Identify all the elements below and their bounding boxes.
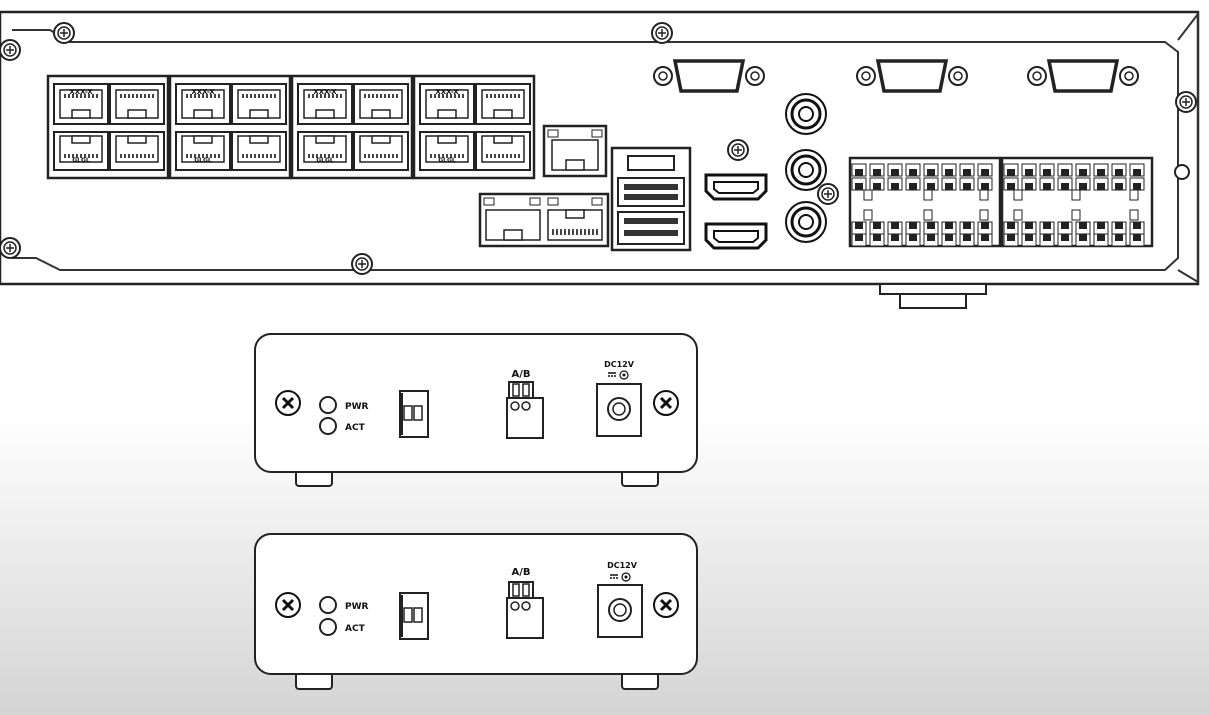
port-group-4: XXX-X GLGL	[412, 74, 536, 180]
pwr-led-icon	[319, 596, 337, 614]
port-group-sublabel: GLGL	[438, 157, 456, 164]
ethernet-port-icon	[418, 130, 476, 172]
pwr-label: PWR	[345, 402, 369, 412]
rs485-label: A/B	[511, 567, 530, 578]
ethernet-port-icon	[174, 130, 232, 172]
act-label: ACT	[345, 423, 366, 433]
pwr-label: PWR	[345, 602, 369, 612]
uplink-ports	[478, 124, 610, 248]
dc-jack-icon	[597, 584, 643, 638]
screw-icon	[0, 237, 21, 259]
port-group-sublabel: GLGL	[316, 157, 334, 164]
rs485-terminal	[506, 381, 544, 439]
ethernet-port-icon	[230, 130, 288, 172]
screw-icon	[652, 591, 680, 619]
rca-audio-icon	[784, 92, 828, 136]
port-group-3: XXX-X GLGL	[290, 74, 414, 180]
dc-jack-icon	[596, 383, 642, 437]
act-label: ACT	[345, 624, 366, 634]
polarity-icon	[608, 370, 629, 380]
rca-audio-icon	[784, 148, 828, 192]
pwr-led-icon	[319, 396, 337, 414]
nvr-foot	[899, 293, 967, 309]
ethernet-port-icon	[52, 130, 110, 172]
rs485-label: A/B	[511, 369, 530, 380]
port-group-label: XXX-X	[69, 88, 93, 96]
act-led-icon	[319, 618, 337, 636]
port-group-1: XXX-X GLGL	[46, 74, 170, 180]
hdmi-port-icon	[704, 173, 768, 201]
decoder-unit-1: PWR ACT A/B DC12V	[254, 333, 698, 487]
hdmi-port-icon	[704, 222, 768, 250]
ethernet-port-icon	[108, 130, 166, 172]
hole-icon	[1174, 164, 1190, 180]
dip-switch	[399, 390, 429, 438]
port-group-label: XXX-X	[313, 88, 337, 96]
port-group-2: XXX-X GLGL	[168, 74, 292, 180]
act-led-icon	[319, 417, 337, 435]
screw-icon	[274, 389, 302, 417]
port-group-label: XXX-X	[191, 88, 215, 96]
ethernet-port-icon	[230, 82, 288, 126]
ethernet-port-icon	[296, 130, 354, 172]
screw-icon	[727, 139, 749, 161]
dip-switch	[399, 592, 429, 640]
ethernet-port-icon	[352, 130, 410, 172]
usb-ports	[610, 146, 692, 252]
screw-icon	[651, 22, 673, 44]
screw-icon	[1175, 91, 1197, 113]
screw-icon	[0, 39, 21, 61]
ethernet-port-icon	[474, 82, 532, 126]
port-group-label: XXX-X	[435, 88, 459, 96]
poe-port-bank: XXX-X GLGL XXX-X GLGL XXX-X GLGL	[46, 74, 536, 180]
port-group-sublabel: GLGL	[194, 157, 212, 164]
ethernet-port-icon	[352, 82, 410, 126]
rca-audio-icon	[784, 200, 828, 244]
screw-icon	[274, 591, 302, 619]
ethernet-port-icon	[474, 130, 532, 172]
dc-power-label: DC12V	[607, 561, 638, 570]
polarity-icon	[610, 572, 631, 582]
screw-icon	[817, 183, 839, 205]
nvr-foot	[879, 283, 987, 295]
decoder-unit-2: PWR ACT A/B DC12V	[254, 533, 698, 690]
rs485-terminal	[506, 581, 544, 639]
dc-power-label: DC12V	[604, 360, 635, 369]
screw-icon	[652, 389, 680, 417]
ethernet-port-icon	[108, 82, 166, 126]
screw-icon	[53, 22, 75, 44]
port-group-sublabel: GLGL	[72, 157, 90, 164]
screw-icon	[351, 253, 373, 275]
alarm-terminal-block	[848, 156, 1154, 248]
